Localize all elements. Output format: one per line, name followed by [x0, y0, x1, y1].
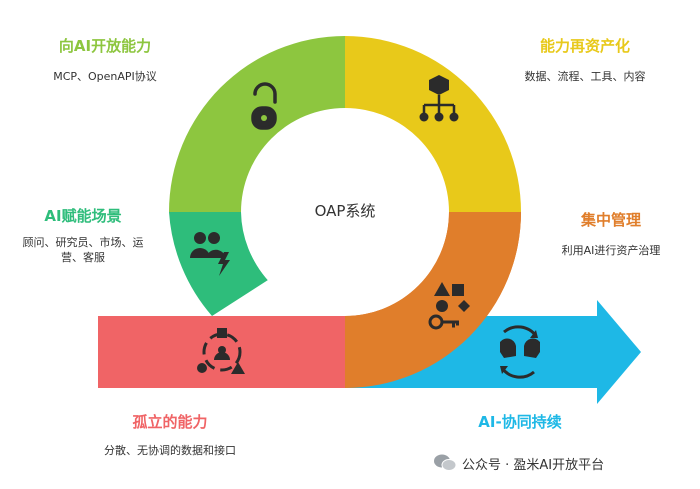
ring-segment-asset-capability: [345, 36, 521, 212]
title-central-management: 集中管理: [580, 211, 641, 229]
shapes-key-icon: [428, 282, 470, 330]
watermark: 公众号 · 盈米AI开放平台: [434, 450, 696, 476]
title-ai-scenarios: AI赋能场景: [44, 207, 122, 225]
desc-ai-scenarios: 顾问、研究员、市场、运营、客服: [22, 236, 144, 265]
label-ai-scenarios: AI赋能场景 顾问、研究员、市场、运营、客服: [18, 206, 148, 266]
collaboration-icon: [500, 325, 540, 379]
watermark-text: 公众号 · 盈米AI开放平台: [462, 457, 605, 473]
ring-segment-central-management-overlay: [345, 212, 521, 388]
label-asset-capability: 能力再资产化 数据、流程、工具、内容: [500, 36, 670, 85]
desc-open-capability: MCP、OpenAPI协议: [53, 70, 157, 84]
desc-central-management: 利用AI进行资产治理: [561, 244, 661, 258]
label-ai-collaboration: AI-协同持续: [440, 412, 600, 432]
wechat-icon: [434, 454, 456, 471]
title-ai-collaboration: AI-协同持续: [478, 413, 562, 431]
ring-center: [242, 109, 448, 315]
scattered-shapes-icon: [197, 328, 245, 374]
hierarchy-icon: [419, 75, 459, 122]
title-asset-capability: 能力再资产化: [539, 37, 630, 55]
title-open-capability: 向AI开放能力: [58, 37, 152, 55]
unlock-icon: [251, 82, 277, 130]
desc-isolated-capability: 分散、无协调的数据和接口: [104, 444, 236, 458]
center-label: OAP系统: [314, 202, 376, 220]
label-open-capability: 向AI开放能力 MCP、OpenAPI协议: [20, 36, 190, 85]
label-isolated-capability: 孤立的能力 分散、无协调的数据和接口: [95, 412, 245, 459]
label-central-management: 集中管理 利用AI进行资产治理: [536, 210, 686, 259]
people-lightning-icon: [190, 232, 230, 276]
title-isolated-capability: 孤立的能力: [132, 413, 208, 431]
desc-asset-capability: 数据、流程、工具、内容: [524, 70, 646, 84]
